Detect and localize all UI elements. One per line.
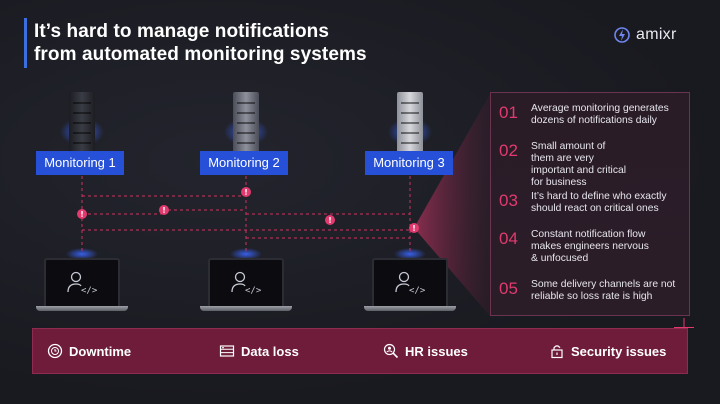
laptop-base-1 [36, 306, 128, 311]
server-rack-1 [69, 92, 95, 154]
title-accent-bar [24, 18, 27, 68]
problem-number: 05 [499, 279, 518, 298]
alert-dot-icon [409, 223, 419, 233]
problem-text: Constant notification flow makes enginee… [531, 229, 649, 264]
issue-security: Security issues [549, 343, 666, 359]
title-line-1: It’s hard to manage notifications [34, 21, 330, 42]
laptop-1: </> [44, 258, 120, 308]
alert-dot-icon [77, 209, 87, 219]
problem-text: Average monitoring generates dozens of n… [531, 103, 669, 126]
problem-number: 04 [499, 229, 518, 248]
issue-label: Data loss [241, 343, 299, 359]
alert-dot-icon [241, 187, 251, 197]
problem-number: 02 [499, 141, 518, 160]
laptop-glow [66, 248, 98, 260]
alert-dot-icon [159, 205, 169, 215]
problem-text: It’s hard to define who exactly should r… [531, 191, 667, 214]
issue-hr: HR issues [383, 343, 468, 359]
issue-label: Security issues [571, 343, 667, 359]
problem-item: 04 Constant notification flow makes engi… [499, 229, 651, 265]
laptop-glow [394, 248, 426, 260]
problem-item: 05 Some delivery channels are not reliab… [499, 279, 691, 303]
monitoring-label-1: Monitoring 1 [36, 151, 124, 175]
issue-label: Downtime [69, 343, 132, 359]
problem-text: Some delivery channels are not reliable … [531, 279, 676, 302]
laptop-3: </> [372, 258, 448, 308]
problem-number: 03 [499, 191, 518, 210]
alert-markers [77, 187, 419, 233]
problem-item: 02 Small amount of them are very importa… [499, 141, 631, 189]
developer-user-icon: </> [67, 271, 98, 296]
issue-data-loss: Data loss [219, 343, 299, 359]
server-rack-3 [397, 92, 423, 154]
brand-logo: amixr [614, 26, 677, 44]
laptop-base-3 [364, 306, 456, 311]
svg-text:</>: </> [245, 286, 262, 296]
issue-downtime: Downtime [47, 343, 131, 359]
alert-dot-icon [325, 215, 335, 225]
problem-item: 01 Average monitoring generates dozens o… [499, 103, 691, 127]
svg-text:</>: </> [409, 286, 426, 296]
problem-item: 03 It’s hard to define who exactly shoul… [499, 191, 681, 215]
svg-text:</>: </> [81, 286, 98, 296]
storage-icon [219, 345, 235, 357]
developer-user-icon: </> [231, 271, 262, 296]
notification-fan [414, 94, 490, 316]
title-line-2: from automated monitoring systems [34, 44, 367, 65]
laptop-glow [230, 248, 262, 260]
laptop-2: </> [208, 258, 284, 308]
lock-icon [551, 345, 563, 359]
problem-text: Small amount of them are very important … [531, 141, 626, 188]
problem-number: 01 [499, 103, 518, 122]
laptop-base-2 [200, 306, 292, 311]
server-rack-2 [233, 92, 259, 154]
issue-label: HR issues [405, 343, 468, 359]
developer-user-icon: </> [395, 271, 426, 296]
user-search-icon [383, 343, 399, 359]
issues-bar: Downtime Data loss HR issues [32, 328, 688, 374]
page-title: It’s hard to manage notifications from a… [34, 20, 367, 66]
problems-panel: 01 Average monitoring generates dozens o… [490, 92, 690, 316]
monitoring-label-2: Monitoring 2 [200, 151, 288, 175]
clock-icon [47, 343, 63, 359]
brand-name: amixr [636, 26, 677, 43]
amixr-logo-icon [614, 27, 630, 43]
monitoring-label-3: Monitoring 3 [365, 151, 453, 175]
